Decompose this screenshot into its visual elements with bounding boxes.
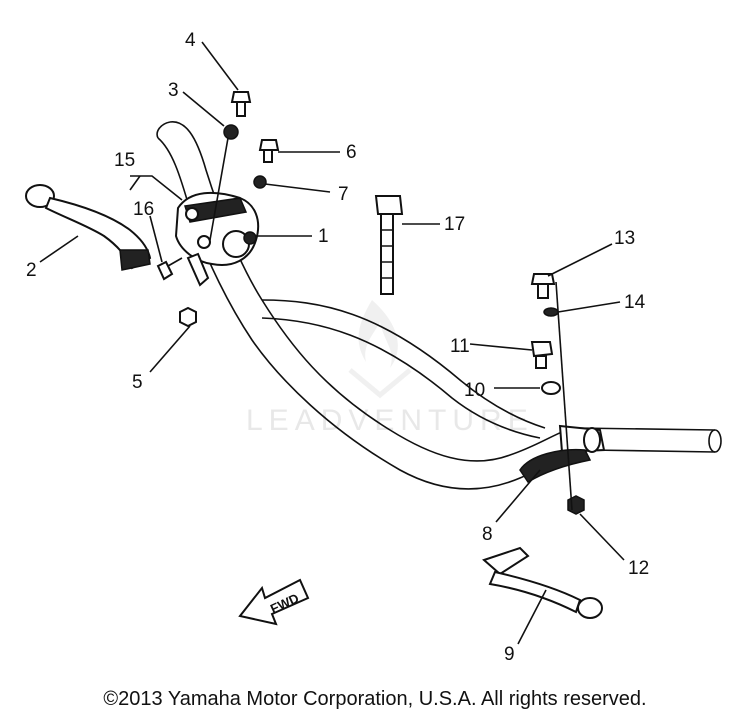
right-lever-holder (519, 424, 606, 484)
nut-5 (179, 306, 197, 328)
nut-12 (567, 495, 585, 515)
callout-4: 4 (185, 30, 196, 51)
copyright-notice: ©2013 Yamaha Motor Corporation, U.S.A. A… (103, 688, 647, 710)
bolt-13 (530, 273, 556, 299)
callout-7: 7 (338, 184, 349, 205)
callout-14: 14 (624, 292, 646, 313)
callout-3: 3 (168, 80, 179, 101)
callout-15: 15 (114, 150, 135, 171)
callout-6: 6 (346, 142, 357, 163)
left-lever-holder (174, 191, 260, 287)
bolt-4 (230, 91, 252, 117)
callout-9: 9 (504, 644, 515, 665)
callout-11: 11 (450, 336, 470, 357)
callout-13: 13 (614, 228, 635, 249)
callout-1: 1 (318, 226, 329, 247)
washer-10 (541, 381, 561, 395)
callout-16: 16 (133, 199, 154, 220)
fwd-arrow: FWD (238, 578, 310, 626)
washer-7 (253, 175, 267, 189)
watermark-text: LEADVENTURE (246, 404, 534, 437)
bolt-16 (156, 257, 183, 281)
bolt-6 (258, 139, 280, 163)
callout-17: 17 (444, 214, 465, 235)
cable-tie-17 (374, 195, 404, 295)
washer-14 (543, 307, 559, 317)
callout-12: 12 (628, 558, 649, 579)
brake-lever (482, 546, 603, 619)
watermark-logo (348, 300, 412, 399)
callout-2: 2 (26, 260, 37, 281)
leader-lines (39, 41, 625, 645)
callout-8: 8 (482, 524, 493, 545)
washer-3 (223, 124, 239, 140)
callout-10: 10 (464, 380, 485, 401)
bolt-11 (530, 341, 554, 369)
clutch-lever (25, 184, 152, 271)
callout-5: 5 (132, 372, 143, 393)
